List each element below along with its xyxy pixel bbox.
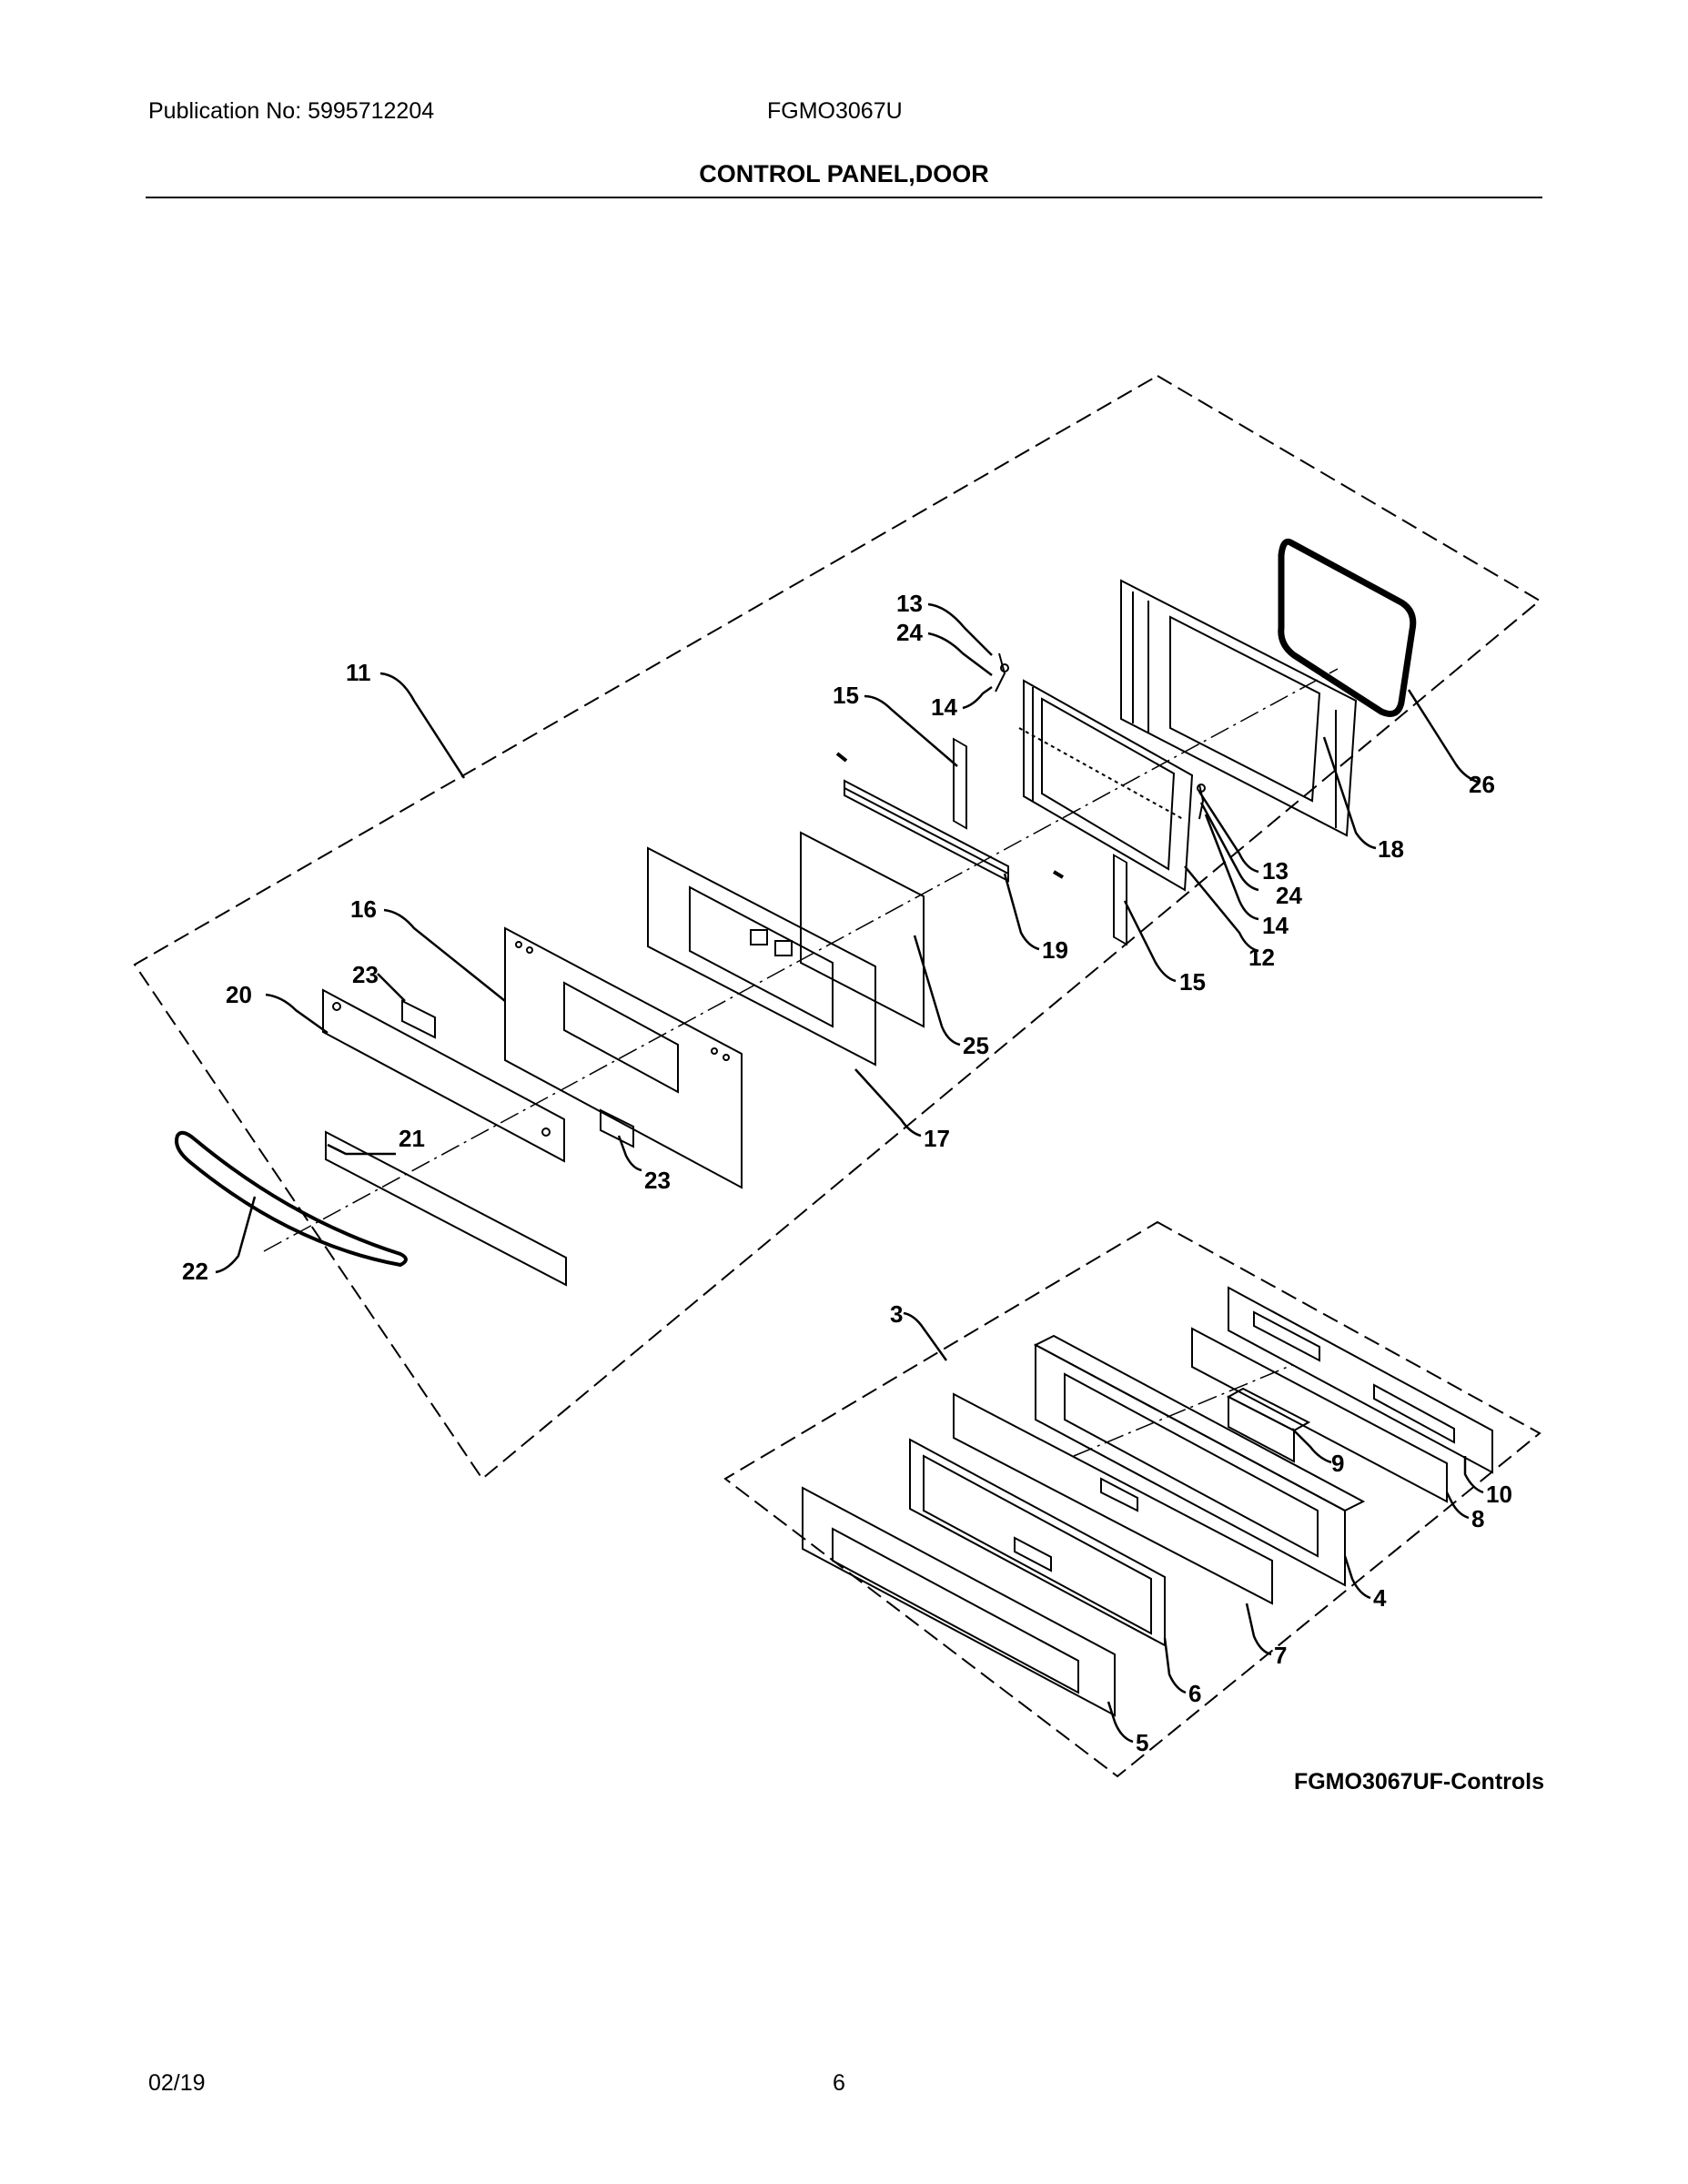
- callout-25: 25: [963, 1032, 989, 1059]
- callout-22: 22: [182, 1258, 208, 1285]
- publication-number: Publication No: 5995712204: [148, 98, 435, 124]
- part-8-insulation: [1191, 1327, 1448, 1503]
- callout-24-right: 24: [1276, 882, 1302, 909]
- model-number: FGMO3067U: [767, 98, 903, 124]
- part-9-control-board: [1226, 1387, 1311, 1463]
- part-13-14-24-top-hinge: [995, 652, 1009, 693]
- part-4-control-housing: [1033, 1334, 1366, 1587]
- part-21-trim-plate: [325, 1130, 567, 1287]
- callout-23-lower: 23: [644, 1167, 671, 1194]
- callout-6: 6: [1188, 1680, 1201, 1707]
- callout-19: 19: [1042, 936, 1068, 964]
- callout-12: 12: [1248, 944, 1275, 971]
- part-7-overlay: [953, 1392, 1273, 1605]
- callout-14-top: 14: [931, 693, 957, 721]
- part-23-bracket-upper: [401, 999, 436, 1039]
- part-19-support-rail: [844, 779, 1009, 883]
- diagram-caption: FGMO3067UF-Controls: [1294, 1769, 1544, 1795]
- part-26-gasket: [1278, 538, 1417, 717]
- callout-16: 16: [350, 895, 377, 923]
- callout-24-top: 24: [896, 619, 923, 646]
- callout-9: 9: [1331, 1450, 1344, 1477]
- part-20-handle-strip: [322, 988, 565, 1163]
- callout-11: 11: [346, 659, 371, 686]
- part-25-glass: [800, 831, 925, 1028]
- callout-13-right: 13: [1262, 857, 1289, 885]
- door-screws: [835, 752, 1065, 879]
- callout-8: 8: [1471, 1505, 1484, 1532]
- callout-10: 10: [1486, 1481, 1512, 1508]
- callout-14-right: 14: [1262, 912, 1289, 939]
- part-17-outer-frame: [647, 846, 876, 1067]
- callout-3: 3: [890, 1300, 903, 1328]
- door-assembly-boundary: [133, 374, 1541, 1481]
- callout-21: 21: [399, 1125, 425, 1152]
- callout-15-top: 15: [833, 682, 859, 709]
- page-number: 6: [833, 2070, 845, 2096]
- part-13-14-24-right-hinge: [1197, 784, 1206, 820]
- part-15-hinge-right: [1113, 854, 1127, 946]
- callout-15-bottom: 15: [1179, 968, 1206, 996]
- part-15-hinge-left: [953, 737, 967, 830]
- callout-23-upper: 23: [352, 961, 379, 988]
- callout-5: 5: [1136, 1729, 1148, 1756]
- part-12-door-panel: [1018, 679, 1194, 892]
- callout-4: 4: [1373, 1584, 1387, 1612]
- part-10-back-bracket: [1228, 1286, 1493, 1474]
- callout-7: 7: [1274, 1642, 1287, 1669]
- callout-26: 26: [1469, 771, 1495, 798]
- part-22-handle: [175, 1130, 408, 1268]
- callout-18: 18: [1378, 835, 1404, 863]
- part-23-bracket-lower: [600, 1108, 634, 1148]
- callout-leaders: [215, 602, 1484, 1744]
- callout-13-top: 13: [896, 590, 923, 617]
- footer-date: 02/19: [148, 2070, 206, 2096]
- part-6-touch-panel: [909, 1438, 1166, 1647]
- callout-20: 20: [226, 981, 252, 1008]
- title-rule: [146, 197, 1542, 198]
- part-5-trim: [802, 1486, 1116, 1717]
- part-18-inner-frame: [1120, 579, 1358, 837]
- part-16-outer-glass: [504, 926, 743, 1189]
- page-title: CONTROL PANEL,DOOR: [699, 160, 989, 187]
- control-axis-line: [1073, 1364, 1293, 1457]
- callout-17: 17: [924, 1125, 950, 1152]
- control-assembly-boundary: [723, 1220, 1541, 1778]
